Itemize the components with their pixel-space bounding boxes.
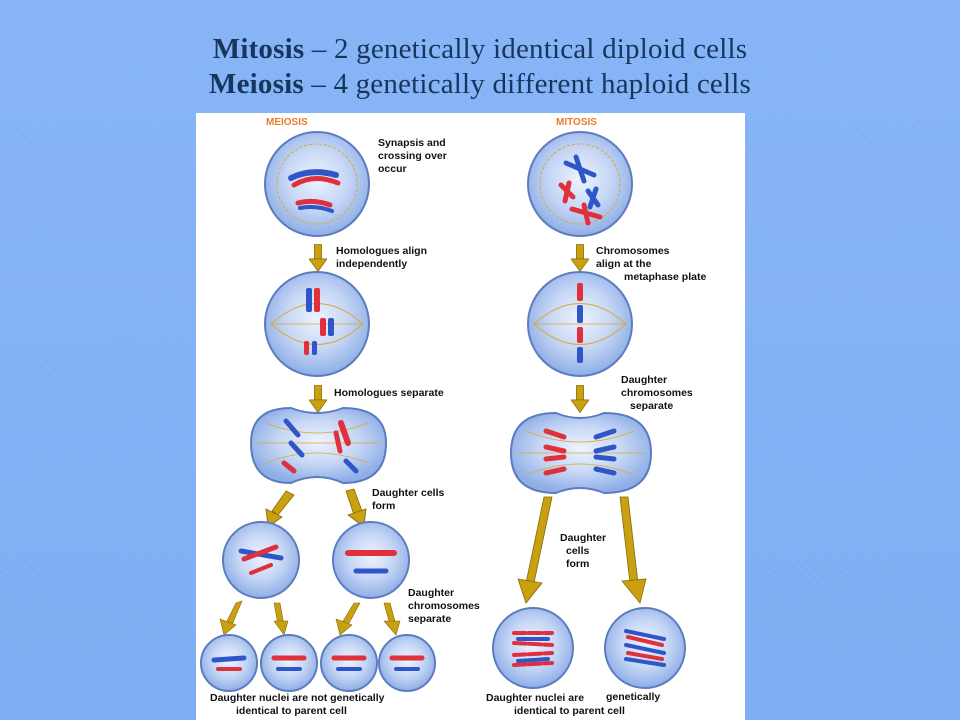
meiosis-haploid-cell-4: [378, 634, 436, 692]
title-meiosis-term: Meiosis: [209, 68, 304, 100]
mitosis-split-arrows: [517, 496, 647, 604]
meiosis-daughter-cell-right: [332, 521, 410, 599]
label-chrom-sep-3: separate: [408, 613, 451, 625]
title-meiosis-desc: – 4 genetically different haploid cells: [303, 68, 751, 100]
meiosis-header: MEIOSIS: [266, 117, 308, 128]
label-mitosis-bottom-1b: genetically: [606, 691, 660, 703]
mitosis-daughter-cell-right: [604, 607, 686, 689]
slide-title: Mitosis – 2 genetically identical diploi…: [0, 32, 960, 102]
label-mitosis-bottom-1a: Daughter nuclei are: [486, 692, 584, 704]
mitosis-prophase-cell: [527, 131, 633, 237]
meiosis-daughter-cell-left: [222, 521, 300, 599]
label-align-1: Homologues align: [336, 245, 427, 257]
label-synapsis-2: crossing over: [378, 150, 447, 162]
label-cells-form-2: form: [372, 500, 395, 512]
meiosis-second-division-arrows: [219, 600, 401, 636]
label-cells-form-1: Daughter cells: [372, 487, 445, 499]
diagram-svg: MEIOSIS MITOSIS Synapsis and crossing ov…: [200, 117, 706, 717]
label-synapsis-3: occur: [378, 163, 407, 175]
mitosis-header: MITOSIS: [556, 117, 597, 128]
mitosis-metaphase-cell: [527, 271, 633, 377]
title-mitosis-term: Mitosis: [212, 33, 305, 65]
label-homologues-separate: Homologues separate: [334, 387, 444, 399]
meiosis-mitosis-diagram: MEIOSIS MITOSIS Synapsis and crossing ov…: [196, 113, 745, 720]
label-meiosis-bottom-2: identical to parent cell: [236, 705, 347, 717]
label-chrom-sep-2: chromosomes: [408, 600, 480, 612]
label-mitosis-cells-3: form: [566, 558, 589, 570]
mitosis-anaphase-cell: [509, 411, 653, 495]
title-mitosis-desc: – 2 genetically identical diploid cells: [304, 33, 748, 65]
title-line-mitosis: Mitosis – 2 genetically identical diploi…: [0, 32, 960, 67]
meiosis-arrow-1: [309, 244, 327, 272]
meiosis-anaphase-cell: [249, 406, 388, 485]
label-mitosis-align-1: Chromosomes: [596, 245, 670, 257]
mitosis-arrow-1: [571, 244, 589, 272]
title-line-meiosis: Meiosis – 4 genetically different haploi…: [0, 67, 960, 102]
mitosis-daughter-cell-left: [492, 607, 574, 689]
meiosis-prophase-cell: [264, 131, 370, 237]
label-mitosis-sep-3: separate: [630, 400, 673, 412]
label-mitosis-cells-1: Daughter: [560, 532, 606, 544]
label-mitosis-sep-2: chromosomes: [621, 387, 693, 399]
label-align-2: independently: [336, 258, 407, 270]
meiosis-haploid-cell-1: [200, 634, 258, 692]
mitosis-arrow-2: [571, 385, 589, 413]
label-meiosis-bottom-1: Daughter nuclei are not genetically: [210, 692, 385, 704]
meiosis-split-arrows: [265, 488, 367, 528]
label-mitosis-align-3: metaphase plate: [624, 271, 706, 283]
label-chrom-sep-1: Daughter: [408, 587, 454, 599]
label-synapsis-1: Synapsis and: [378, 137, 446, 149]
label-mitosis-cells-2: cells: [566, 545, 590, 557]
meiosis-arrow-2: [309, 385, 327, 413]
label-mitosis-bottom-2: identical to parent cell: [514, 705, 625, 717]
label-mitosis-sep-1: Daughter: [621, 374, 667, 386]
label-mitosis-align-2: align at the: [596, 258, 652, 270]
meiosis-haploid-cell-3: [320, 634, 378, 692]
meiosis-metaphase-cell: [264, 271, 370, 377]
meiosis-haploid-cell-2: [260, 634, 318, 692]
